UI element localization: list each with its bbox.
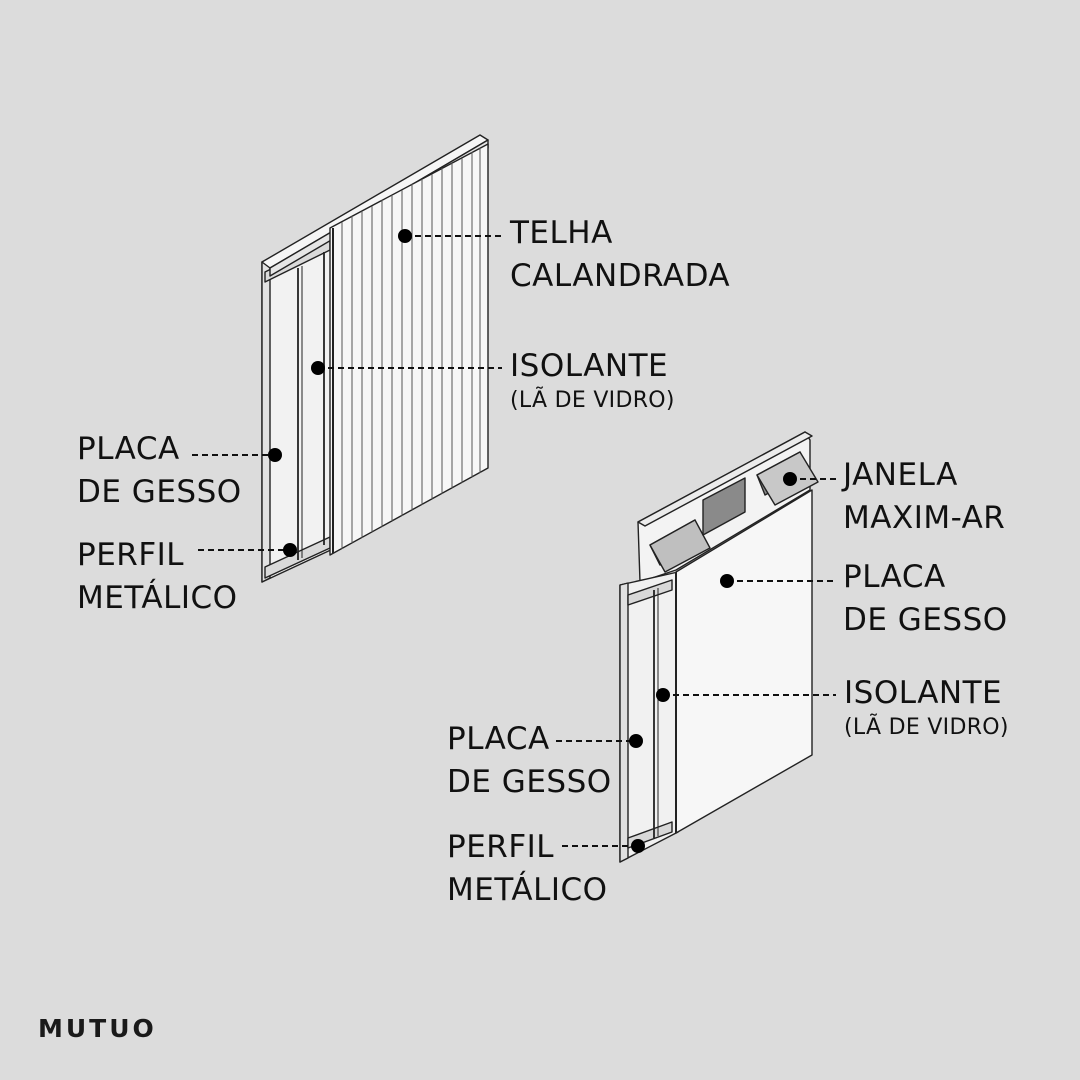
label-metal-profile-2-line2: METÁLICO	[447, 872, 608, 908]
label-insulation-2: ISOLANTE (LÃ DE VIDRO)	[844, 672, 1009, 741]
label-insulation-1: ISOLANTE (LÃ DE VIDRO)	[510, 345, 675, 414]
label-insulation-1-line2: (LÃ DE VIDRO)	[510, 388, 675, 413]
wall-assembly-1	[261, 134, 489, 583]
label-gypsum-board-1-line2: DE GESSO	[77, 474, 242, 510]
label-gypsum-board-front-line1: PLACA	[843, 559, 946, 595]
label-gypsum-board-back-line1: PLACA	[447, 721, 550, 757]
leaders	[192, 235, 836, 847]
label-gypsum-board-front: PLACA DE GESSO	[843, 556, 1008, 642]
label-metal-profile-2: PERFIL METÁLICO	[447, 826, 608, 912]
label-gypsum-board-back-line2: DE GESSO	[447, 764, 612, 800]
dot-gypsum-front	[720, 574, 734, 588]
label-metal-profile-1: PERFIL METÁLICO	[77, 534, 238, 620]
brand-logo: MUTUO	[38, 1014, 157, 1043]
label-insulation-2-line2: (LÃ DE VIDRO)	[844, 715, 1009, 740]
label-metal-profile-1-line2: METÁLICO	[77, 580, 238, 616]
label-gypsum-board-1-line1: PLACA	[77, 431, 180, 467]
dot-insulation-1	[311, 361, 325, 375]
label-window: JANELA MAXIM-AR	[843, 454, 1005, 540]
label-insulation-2-line1: ISOLANTE	[844, 675, 1003, 711]
label-gypsum-board-back: PLACA DE GESSO	[447, 718, 612, 804]
wall-assembly-2	[619, 431, 819, 863]
label-metal-profile-2-line1: PERFIL	[447, 829, 555, 865]
wall1-corrugation-lines	[341, 148, 481, 549]
label-insulation-1-line1: ISOLANTE	[510, 348, 669, 384]
leader-dots	[268, 229, 797, 853]
dot-profile-2	[631, 839, 645, 853]
label-roof-tile-line2: CALANDRADA	[510, 258, 731, 294]
wall2-window-pane-2	[702, 477, 746, 536]
dot-gypsum-back	[629, 734, 643, 748]
label-gypsum-board-front-line2: DE GESSO	[843, 602, 1008, 638]
dot-window	[783, 472, 797, 486]
label-window-line1: JANELA	[843, 457, 958, 493]
label-window-line2: MAXIM-AR	[843, 500, 1006, 536]
dot-gypsum-1	[268, 448, 282, 462]
wall1-roof-tile-shape	[329, 143, 489, 556]
label-roof-tile-line1: TELHA	[510, 215, 613, 251]
dot-insulation-2	[656, 688, 670, 702]
dot-profile-1	[283, 543, 297, 557]
label-roof-tile: TELHA CALANDRADA	[510, 212, 730, 298]
label-gypsum-board-1: PLACA DE GESSO	[77, 428, 242, 514]
label-metal-profile-1-line1: PERFIL	[77, 537, 185, 573]
dot-roof-tile	[398, 229, 412, 243]
